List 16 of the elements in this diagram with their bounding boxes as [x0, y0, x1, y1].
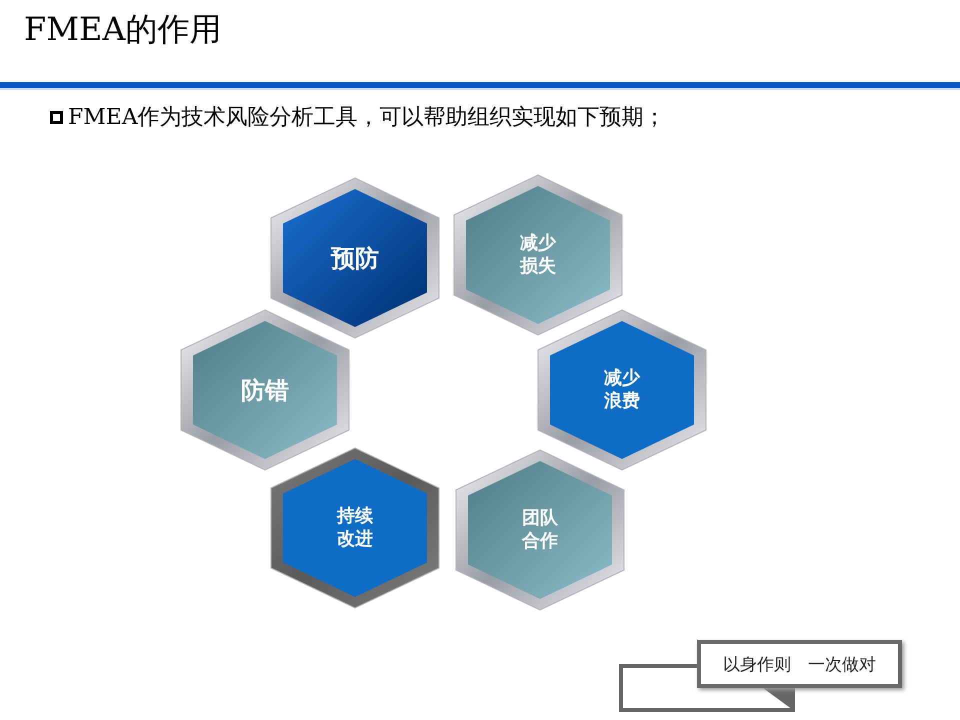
node-label: 减少损失	[518, 232, 558, 278]
node-label: 减少浪费	[602, 366, 642, 414]
motto-text: 以身作则 一次做对	[723, 654, 876, 676]
node-label: 预防	[330, 242, 380, 274]
hexagon-node	[269, 176, 441, 340]
slide-title: FMEA的作用	[24, 9, 222, 50]
hexagon-node	[179, 308, 351, 472]
node-label: 防错	[240, 374, 290, 406]
hexagon-node	[536, 308, 708, 472]
motto-banner	[697, 640, 902, 688]
hexagon-node	[452, 173, 624, 337]
hexagon-node	[454, 448, 626, 612]
intro-sentence: FMEA作为技术风险分析工具，可以帮助组织实现如下预期；	[68, 104, 666, 132]
hexagon-node	[269, 446, 441, 610]
node-label: 团队合作	[520, 506, 559, 554]
node-label: 持续改进	[336, 504, 374, 552]
